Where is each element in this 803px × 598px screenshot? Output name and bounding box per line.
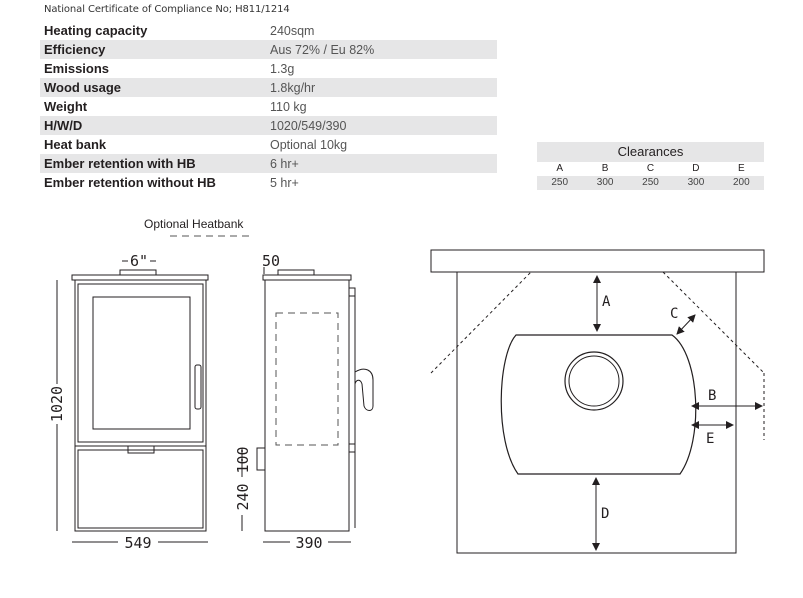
top-dimension-label: 50 [262,252,280,270]
clearance-value: 250 [627,176,674,190]
clearance-value: 300 [582,176,628,190]
plan-view: A D B E C [430,249,765,554]
spec-row: Heating capacity 240sqm [40,21,497,40]
width-label: 549 [124,534,151,552]
spec-value: 1020/549/390 [266,116,497,135]
spec-row: Ember retention without HB 5 hr+ [40,173,497,192]
spec-value: 110 kg [270,99,307,114]
door-frame [77,283,204,443]
spec-label: Emissions [44,61,110,76]
clearances-header-row: A B C D E [537,162,765,176]
side-hinge-top [349,287,356,297]
door-handle [194,364,202,410]
spec-value: 6 hr+ [266,154,497,173]
spec-label: Heat bank [44,137,107,152]
corner-guide-right [662,271,765,374]
door-glass [92,296,191,430]
clearance-head: B [582,162,628,176]
spec-label: Ember retention without HB [44,175,216,190]
spec-label: Ember retention with HB [40,154,266,173]
spec-value: Optional 10kg [270,137,348,152]
heatbank-outline [275,312,339,446]
side-top-plate [262,274,352,281]
wall [430,249,765,273]
clearance-b-label: B [708,388,716,404]
clearance-value: 300 [673,176,719,190]
side-view: 50 100 240 390 [233,252,374,552]
side-handle [354,368,374,411]
spec-label: Efficiency [40,40,266,59]
stove-top-plate [71,274,209,281]
spec-row: Emissions 1.3g [40,59,497,78]
flue-inner-circle [568,355,620,407]
clearance-value: 200 [718,176,765,190]
clearances-table: Clearances A B C D E 250 300 250 300 200 [537,142,765,190]
spec-row: Weight 110 kg [40,97,497,116]
flue-height-label: 100 [234,446,252,473]
spec-value: Aus 72% / Eu 82% [266,40,497,59]
base-panel [77,449,204,529]
certificate-number: National Certificate of Compliance No; H… [44,4,290,15]
clearance-d-label: D [601,506,609,522]
spec-label: H/W/D [40,116,266,135]
spec-value: 1.8kg/hr [266,78,497,97]
stove-plan-outline [500,334,697,475]
clearances-value-row: 250 300 250 300 200 [537,176,765,190]
hearth-outline [456,271,737,554]
stove-body [74,279,207,532]
clearance-c-arrow [676,314,696,335]
spec-value: 1.3g [270,61,295,76]
spec-label: Weight [44,99,88,114]
flue-diameter-label: 6" [130,252,148,270]
rear-air-inlet [256,447,266,471]
spec-row: Heat bank Optional 10kg [40,135,497,154]
corner-guide-left [430,271,532,374]
clearance-e-label: E [706,431,714,447]
flue-outer-circle [564,351,624,411]
clearance-value: 250 [537,176,583,190]
clearance-head: E [718,162,765,176]
spec-label: Wood usage [40,78,266,97]
front-view: Optional Heatbank 6" 1020 549 [48,217,250,552]
spec-value: 5 hr+ [270,175,299,190]
clearances-title: Clearances [537,142,764,162]
heatbank-label: Optional Heatbank [144,217,244,231]
clearance-head: C [627,162,674,176]
clearance-c-label: C [670,306,678,322]
flue-collar [119,269,157,276]
clearance-head: D [673,162,719,176]
spec-value: 240sqm [270,23,315,38]
height-label: 1020 [48,386,66,422]
side-hinge-bottom [349,443,356,453]
side-body [264,279,350,532]
clearance-head: A [537,162,583,176]
clearance-a-label: A [602,294,611,310]
depth-label: 390 [295,534,322,552]
base-height-label: 240 [234,483,252,510]
spec-label: Heating capacity [44,23,148,38]
side-flue-collar [277,269,315,276]
